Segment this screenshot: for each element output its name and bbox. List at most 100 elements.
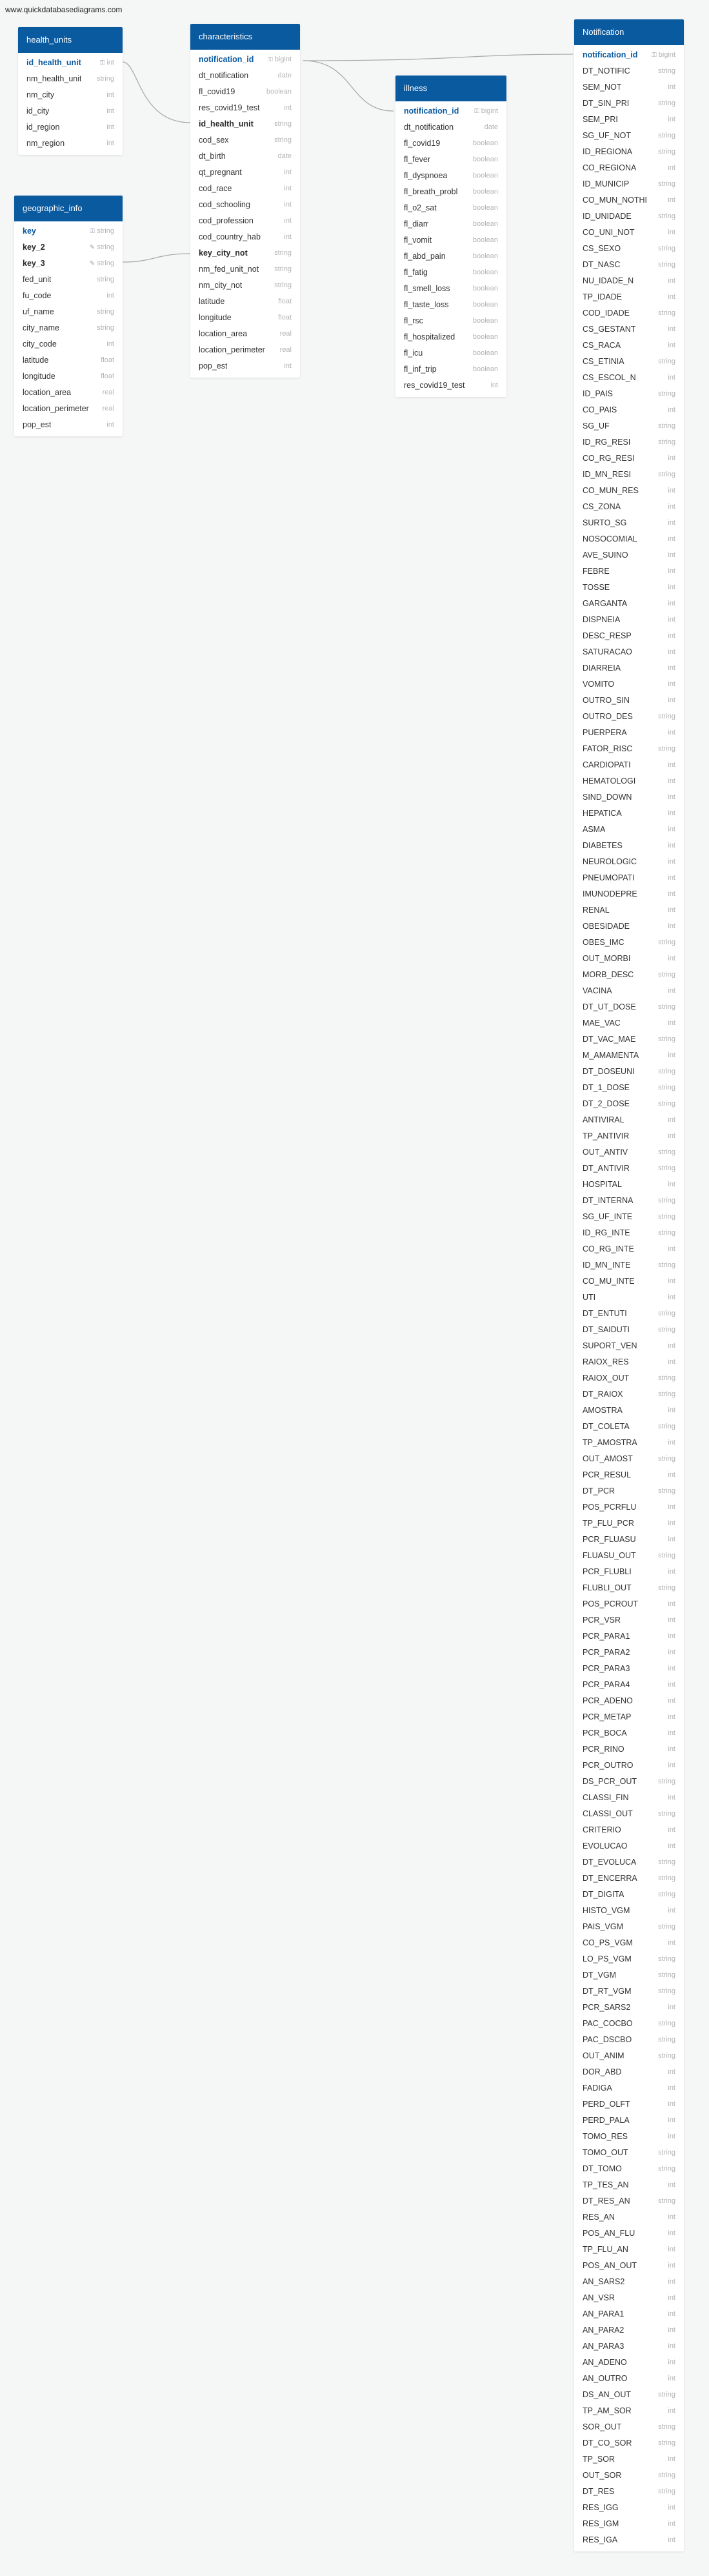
field-row[interactable]: key⚿string [14, 223, 123, 239]
field-row[interactable]: notification_id⚿bigint [574, 47, 684, 63]
field-row[interactable]: key_2✎string [14, 239, 123, 256]
